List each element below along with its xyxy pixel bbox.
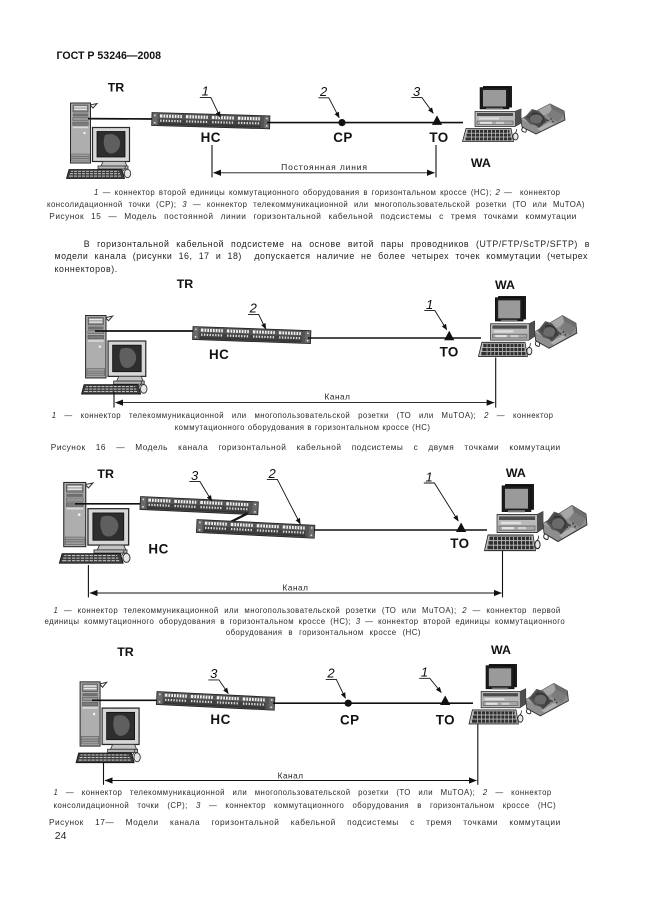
svg-text:ТО: ТО xyxy=(450,536,469,551)
svg-text:1: 1 xyxy=(202,84,209,99)
svg-text:WA: WA xyxy=(495,278,515,292)
svg-text:TR: TR xyxy=(97,467,114,481)
svg-text:WA: WA xyxy=(506,466,526,480)
svg-text:Канал: Канал xyxy=(278,771,304,780)
svg-text:3: 3 xyxy=(210,666,218,681)
svg-text:1: 1 xyxy=(426,297,433,312)
svg-text:2: 2 xyxy=(319,84,328,99)
svg-text:TR: TR xyxy=(117,645,134,659)
svg-text:ТО: ТО xyxy=(440,344,459,359)
svg-text:Канал: Канал xyxy=(283,583,309,592)
svg-text:НС: НС xyxy=(209,347,229,362)
svg-text:2: 2 xyxy=(249,301,258,316)
svg-text:ТО: ТО xyxy=(429,130,448,145)
svg-text:ТО: ТО xyxy=(436,712,455,727)
svg-text:2: 2 xyxy=(267,466,276,481)
svg-text:3: 3 xyxy=(191,468,199,483)
svg-text:СР: СР xyxy=(340,712,360,727)
svg-text:1: 1 xyxy=(421,665,428,680)
svg-text:WA: WA xyxy=(491,643,511,657)
svg-text:СР: СР xyxy=(333,130,353,145)
svg-text:3: 3 xyxy=(413,84,421,99)
svg-text:2: 2 xyxy=(326,666,335,681)
svg-text:НС: НС xyxy=(148,541,168,556)
svg-text:1: 1 xyxy=(425,469,432,484)
svg-text:НС: НС xyxy=(210,712,230,727)
svg-text:TR: TR xyxy=(177,277,194,291)
svg-text:WA: WA xyxy=(471,156,491,170)
svg-text:НС: НС xyxy=(201,130,221,145)
svg-text:Постоянная линия: Постоянная линия xyxy=(281,162,368,172)
svg-text:Канал: Канал xyxy=(325,393,351,402)
svg-text:TR: TR xyxy=(108,81,125,95)
